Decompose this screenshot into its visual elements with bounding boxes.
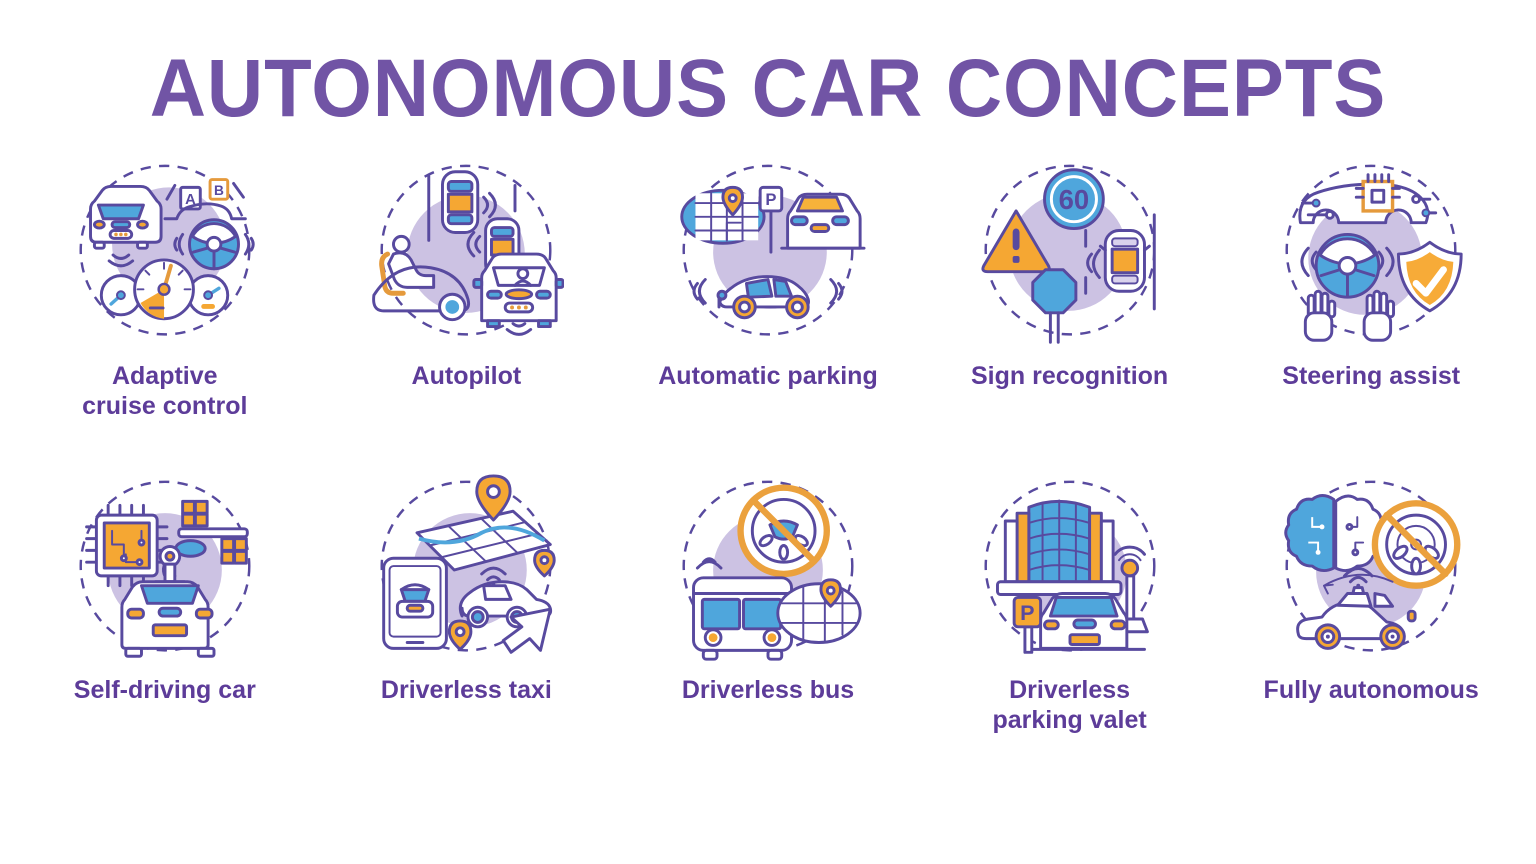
concept-label: Autopilot — [411, 362, 522, 390]
concept-card-autopilot: Autopilot — [316, 158, 618, 428]
concept-row-2: Self-driving car — [0, 472, 1536, 742]
concept-card-self-driving-car: Self-driving car — [14, 472, 316, 742]
concept-label: Driverless bus — [681, 676, 855, 704]
concept-card-steering-assist: Steering assist — [1220, 158, 1522, 428]
concept-label: Sign recognition — [970, 362, 1169, 390]
concept-label: Automatic parking — [658, 362, 878, 390]
plate-b-text: B — [214, 183, 224, 198]
concept-card-driverless-bus: Driverless bus — [617, 472, 919, 742]
driverless-parking-valet-icon: P — [984, 480, 1156, 654]
autopilot-icon — [372, 164, 565, 336]
valet-parking-sign-text: P — [1020, 600, 1034, 625]
parking-sign-text: P — [765, 190, 776, 209]
automatic-parking-icon: P — [680, 164, 866, 336]
fully-autonomous-icon — [1284, 480, 1461, 652]
steering-assist-icon — [1285, 164, 1463, 342]
concept-card-driverless-parking-valet: P Driverless parking valet — [919, 472, 1221, 742]
driverless-bus-icon — [682, 480, 862, 661]
concept-label: Adaptive cruise control — [82, 362, 248, 420]
adaptive-cruise-control-icon: A B — [79, 164, 255, 336]
concept-card-automatic-parking: P Automatic parking — [617, 158, 919, 428]
concept-card-fully-autonomous: Fully autonomous — [1220, 472, 1522, 742]
concept-label: Driverless parking valet — [992, 676, 1147, 734]
speed-limit-text: 60 — [1058, 184, 1089, 215]
concept-label: Self-driving car — [73, 676, 256, 704]
concept-card-adaptive-cruise-control: A B Adaptive cruise cont — [14, 158, 316, 428]
self-driving-car-icon — [79, 480, 251, 658]
concept-label: Driverless taxi — [380, 676, 552, 704]
concept-card-sign-recognition: 60 Sign recognition — [919, 158, 1221, 428]
plate-a-text: A — [185, 192, 196, 208]
page-title: AUTONOMOUS CAR CONCEPTS — [149, 43, 1387, 134]
concept-label: Fully autonomous — [1263, 676, 1479, 704]
concept-row-1: A B Adaptive cruise cont — [0, 158, 1536, 428]
sign-recognition-icon: 60 — [981, 164, 1156, 344]
concept-card-driverless-taxi: Driverless taxi — [316, 472, 618, 742]
driverless-taxi-icon — [380, 474, 557, 654]
concept-label: Steering assist — [1282, 362, 1461, 390]
